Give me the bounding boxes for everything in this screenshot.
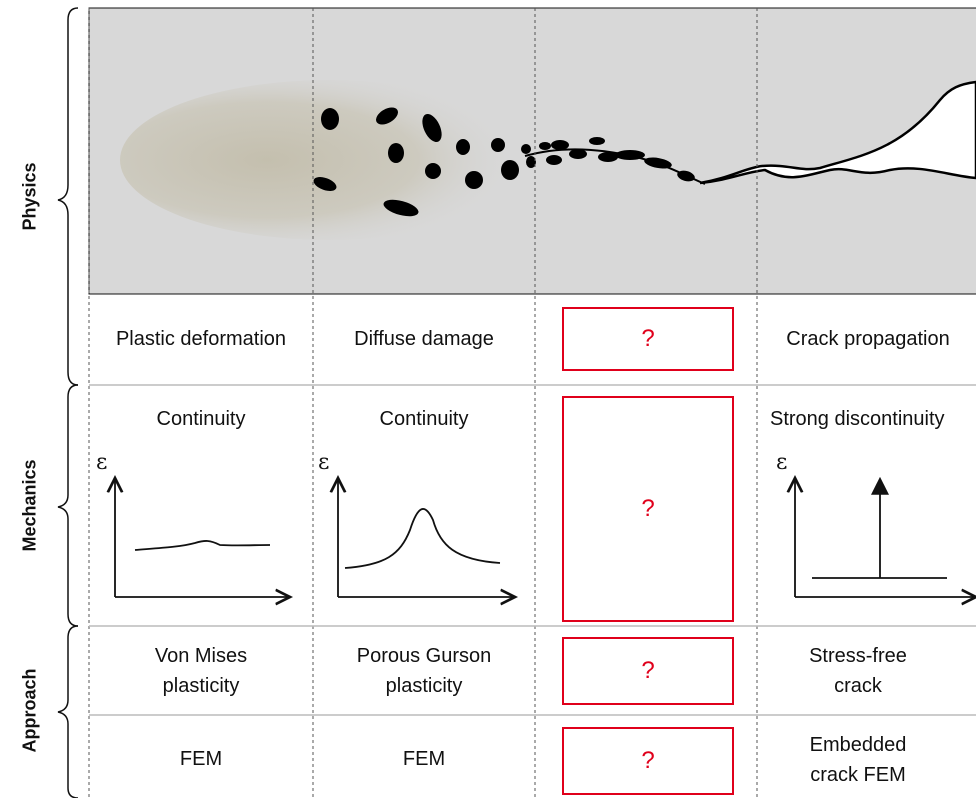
col4-model-line1: Stress-free <box>809 645 907 667</box>
col4-epsilon: ε <box>776 450 788 475</box>
crack <box>699 80 976 185</box>
row-label-approach: Approach <box>19 668 40 753</box>
plastic-zone <box>120 80 540 240</box>
strain-graphs <box>115 478 976 597</box>
unknown-method-box: ? <box>562 727 734 795</box>
col4-phenomenon: Crack propagation <box>786 328 950 350</box>
col1-epsilon: ε <box>96 450 108 475</box>
col1-method: FEM <box>179 748 223 770</box>
col1-model-line2: plasticity <box>162 675 240 697</box>
col2-epsilon: ε <box>318 450 330 475</box>
question-mark: ? <box>641 657 655 684</box>
row-braces <box>57 7 79 798</box>
col1-phenomenon: Plastic deformation <box>115 328 287 350</box>
col4-continuity: Strong discontinuity <box>770 408 945 430</box>
col4-method-line1: Embedded <box>809 734 907 756</box>
unknown-model-box: ? <box>562 637 734 705</box>
row-label-mechanics: Mechanics <box>19 459 40 552</box>
question-mark: ? <box>641 495 655 522</box>
unknown-mechanics-box: ? <box>562 396 734 622</box>
question-mark: ? <box>641 747 655 774</box>
col2-model-line2: plasticity <box>385 675 463 697</box>
unknown-phenomenon-box: ? <box>562 307 734 371</box>
col2-phenomenon: Diffuse damage <box>354 328 494 350</box>
question-mark: ? <box>641 325 655 352</box>
row-dividers <box>89 384 976 716</box>
col1-continuity: Continuity <box>156 408 246 430</box>
row-label-physics: Physics <box>19 162 40 231</box>
col2-continuity: Continuity <box>379 408 469 430</box>
col4-model-line2: crack <box>834 675 882 697</box>
col4-method-line2: crack FEM <box>810 764 906 786</box>
col1-model-line1: Von Mises <box>154 645 248 667</box>
col2-method: FEM <box>402 748 446 770</box>
col2-model-line1: Porous Gurson <box>356 645 492 667</box>
